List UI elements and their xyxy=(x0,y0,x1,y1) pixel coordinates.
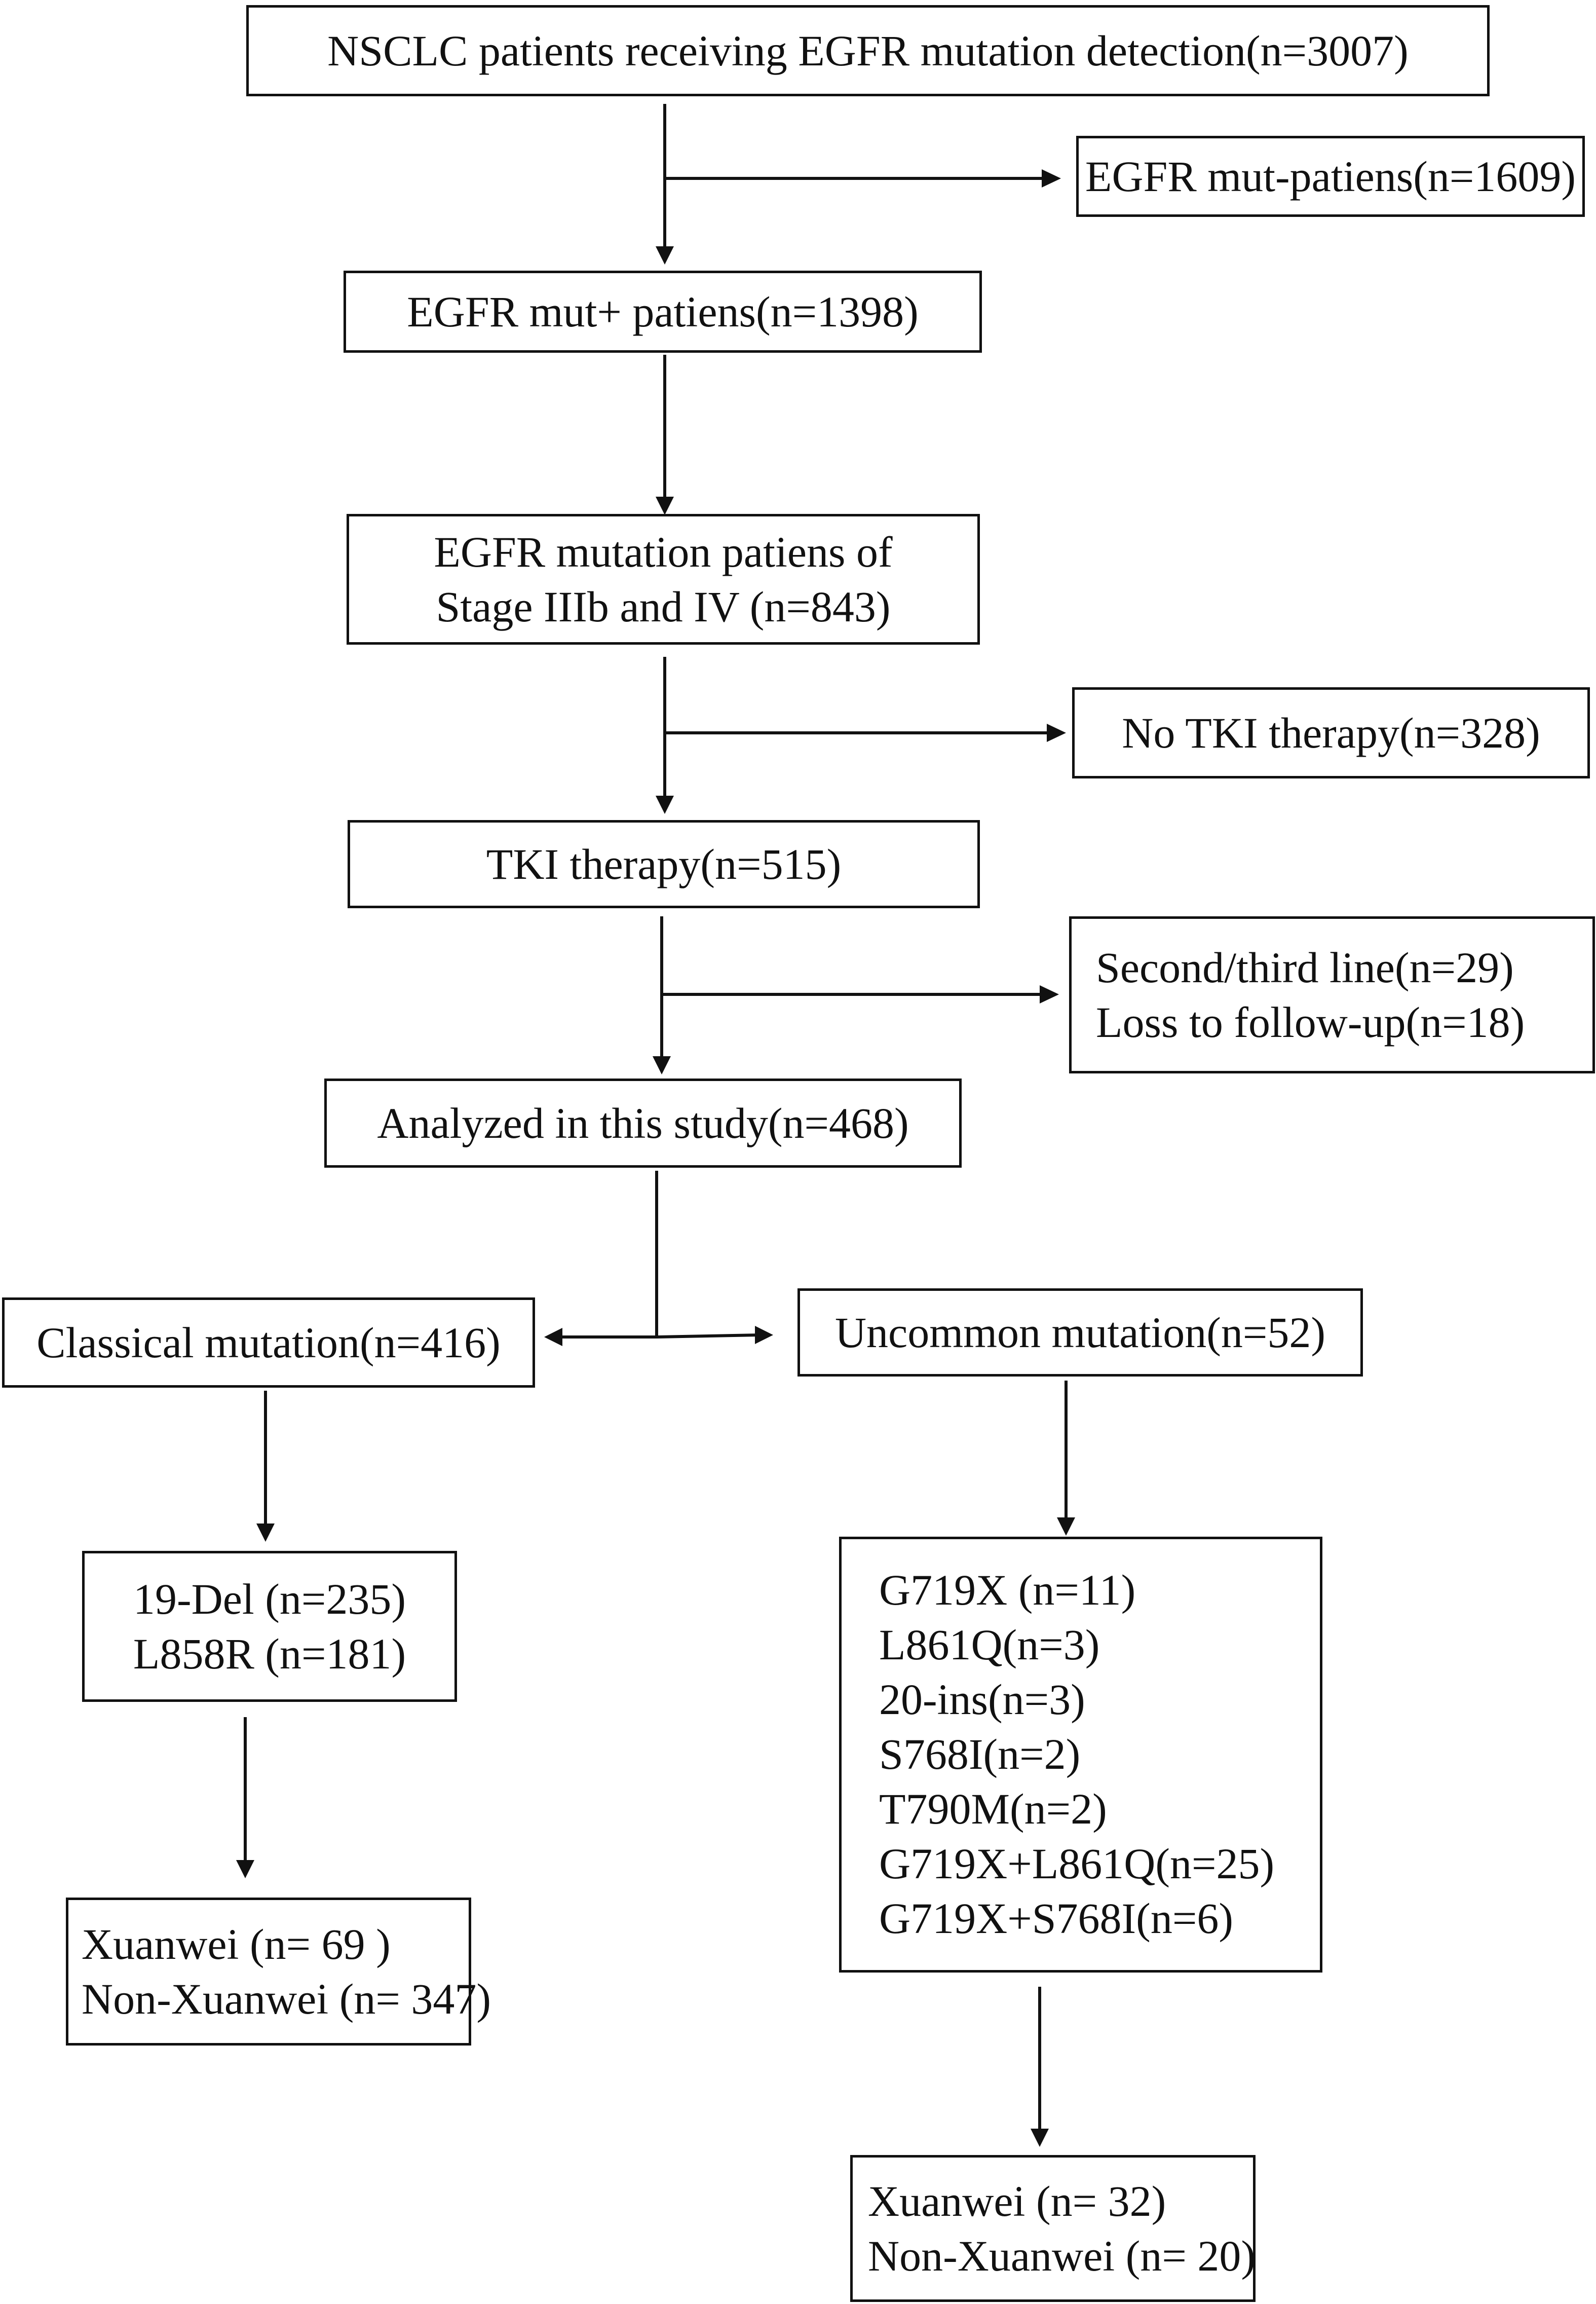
classical-type-l858r: L858R (n=181) xyxy=(133,1629,406,1678)
no-tki-box: No TKI therapy(n=328) xyxy=(1072,687,1590,778)
arrowhead-positive xyxy=(656,246,674,265)
egfr-positive-box: EGFR mut+ patiens(n=1398) xyxy=(344,271,982,353)
screened-label: NSCLC patients receiving EGFR mutation d… xyxy=(327,26,1409,75)
arrowhead-classical xyxy=(544,1328,562,1346)
uncommon-types-box: G719X (n=11) L861Q(n=3) 20-ins(n=3) S768… xyxy=(839,1537,1322,1973)
classical-types-box: 19-Del (n=235) L858R (n=181) xyxy=(82,1551,457,1702)
uncommon-type-l861q: L861Q(n=3) xyxy=(879,1620,1100,1669)
uncommon-type-g719x: G719X (n=11) xyxy=(879,1566,1136,1614)
arrowhead-tki xyxy=(656,796,674,814)
arrowhead-analyzed xyxy=(653,1056,671,1074)
uncommon-type-s768i: S768I(n=2) xyxy=(879,1730,1081,1778)
screened-box: NSCLC patients receiving EGFR mutation d… xyxy=(246,5,1490,96)
excluded-label-line2: Loss to follow-up(n=18) xyxy=(1096,998,1525,1047)
arrowhead-uncommon-region xyxy=(1031,2129,1049,2147)
arrowhead-uncommon xyxy=(755,1326,773,1344)
classical-label: Classical mutation(n=416) xyxy=(36,1318,501,1367)
egfr-negative-box: EGFR mut-patiens(n=1609) xyxy=(1076,136,1585,217)
uncommon-type-20ins: 20-ins(n=3) xyxy=(879,1675,1085,1724)
uncommon-region-box: Xuanwei (n= 32) Non-Xuanwei (n= 20) xyxy=(850,2155,1256,2302)
arrowhead-uncommon-types xyxy=(1057,1517,1075,1536)
classical-region-box: Xuanwei (n= 69 ) Non-Xuanwei (n= 347) xyxy=(66,1898,491,2046)
no-tki-label: No TKI therapy(n=328) xyxy=(1122,709,1540,757)
analyzed-label: Analyzed in this study(n=468) xyxy=(377,1099,909,1147)
excluded-label-line1: Second/third line(n=29) xyxy=(1096,943,1514,992)
arrowhead-excluded xyxy=(1040,985,1059,1004)
uncommon-type-t790m: T790M(n=2) xyxy=(879,1785,1107,1833)
uncommon-type-g719x-s768i: G719X+S768I(n=6) xyxy=(879,1894,1233,1943)
uncommon-box: Uncommon mutation(n=52) xyxy=(797,1288,1363,1377)
uncommon-type-g719x-l861q: G719X+L861Q(n=25) xyxy=(879,1839,1275,1888)
classical-box: Classical mutation(n=416) xyxy=(2,1297,535,1388)
uncommon-label: Uncommon mutation(n=52) xyxy=(834,1308,1326,1357)
tki-box: TKI therapy(n=515) xyxy=(348,820,980,908)
arrowhead-stage xyxy=(656,497,674,515)
analyzed-box: Analyzed in this study(n=468) xyxy=(324,1079,962,1168)
uncommon-region-non-xuanwei: Non-Xuanwei (n= 20) xyxy=(868,2232,1256,2280)
stage-box: EGFR mutation patiens of Stage IIIb and … xyxy=(347,514,980,645)
classical-region-non-xuanwei: Non-Xuanwei (n= 347) xyxy=(82,1975,491,2023)
arrow-to-uncommon xyxy=(656,1333,761,1339)
arrowhead-classical-region xyxy=(236,1860,254,1878)
stage-label-line1: EGFR mutation patiens of xyxy=(434,528,893,576)
tki-label: TKI therapy(n=515) xyxy=(486,840,842,888)
classical-type-19del: 19-Del (n=235) xyxy=(133,1575,406,1623)
stage-label-line2: Stage IIIb and IV (n=843) xyxy=(436,582,891,631)
egfr-positive-label: EGFR mut+ patiens(n=1398) xyxy=(407,287,919,336)
uncommon-region-xuanwei: Xuanwei (n= 32) xyxy=(868,2177,1166,2225)
excluded-box: Second/third line(n=29) Loss to follow-u… xyxy=(1069,916,1595,1073)
arrowhead-negative xyxy=(1042,169,1061,188)
egfr-negative-label: EGFR mut-patiens(n=1609) xyxy=(1085,152,1576,201)
arrowhead-classical-types xyxy=(256,1523,275,1542)
classical-region-xuanwei: Xuanwei (n= 69 ) xyxy=(82,1920,391,1968)
arrowhead-no-tki xyxy=(1047,724,1066,742)
